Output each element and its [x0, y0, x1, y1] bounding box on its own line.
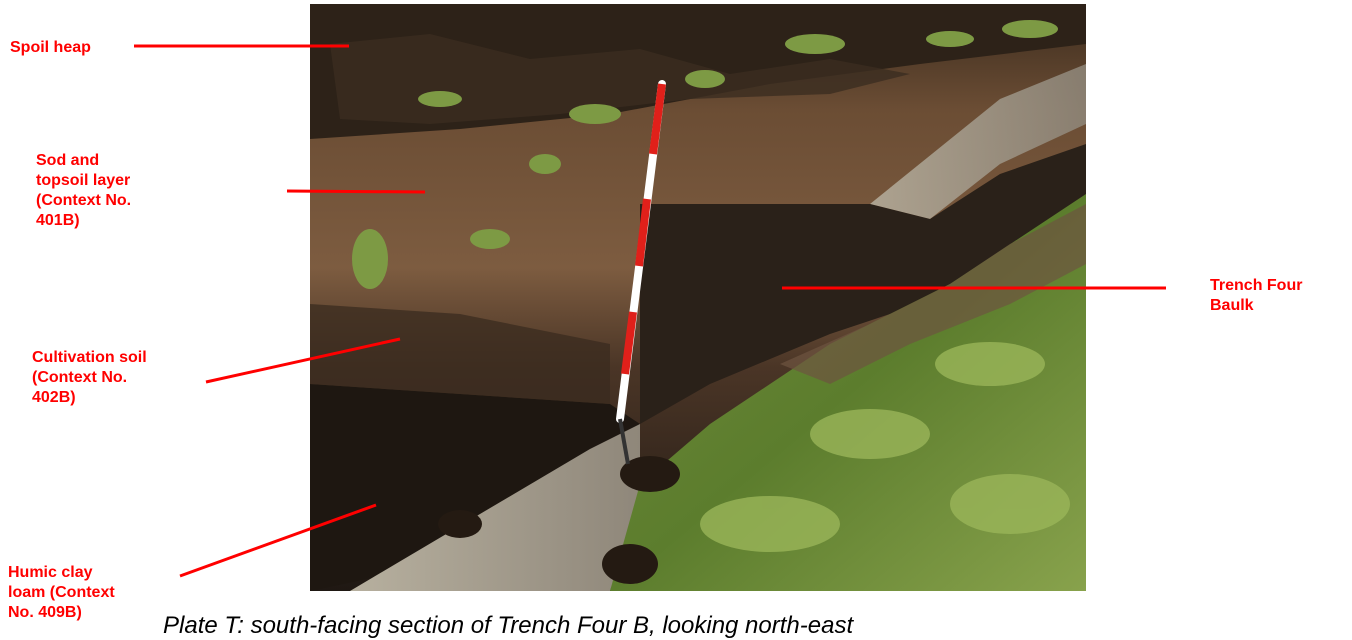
- trench-section-photo: [310, 4, 1086, 591]
- label-sod-topsoil: Sod and topsoil layer (Context No. 401B): [36, 152, 132, 229]
- label-spoil-heap: Spoil heap: [10, 39, 91, 56]
- label-trench-baulk: Trench Four Baulk: [1210, 277, 1303, 314]
- ranging-pole: [616, 80, 666, 465]
- trench-floor-near: [350, 424, 640, 591]
- plate-caption: Plate T: south-facing section of Trench …: [163, 612, 854, 639]
- photo-drawing: [310, 4, 1086, 591]
- label-humic-clay: Humic clay loam (Context No. 409B): [8, 564, 115, 621]
- trench-interior: [640, 144, 1086, 424]
- trench-floor-far: [870, 64, 1086, 219]
- humic-layer: [310, 384, 640, 591]
- label-cultivation-soil: Cultivation soil (Context No. 402B): [32, 349, 147, 406]
- grass-tufts: [352, 20, 1058, 289]
